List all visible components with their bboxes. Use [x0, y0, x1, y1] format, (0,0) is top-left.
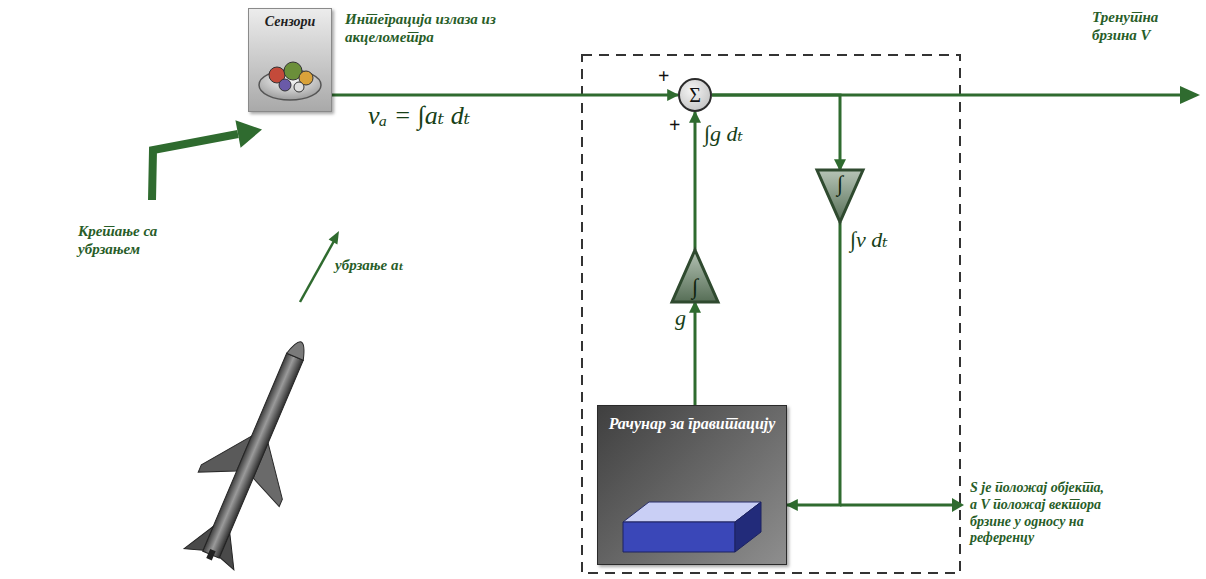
node-text: ∫	[837, 172, 843, 196]
signal-name: ∫v dₜ	[850, 228, 888, 252]
edge-label-slot: ∫g dₜ	[704, 122, 743, 146]
node-text: Сензори	[254, 14, 326, 31]
label-slot: Тренутна брзина V	[1092, 8, 1200, 44]
integrator-outline	[672, 250, 718, 302]
integrator: ∫	[672, 250, 718, 302]
sensor-icon	[255, 47, 325, 105]
node-text: ∫	[692, 275, 698, 299]
label-slot: Интеграција излаза из акцелометра	[345, 10, 550, 46]
sign: +	[669, 113, 685, 137]
position-output-head	[952, 498, 964, 512]
integrator: ∫	[817, 170, 863, 222]
acceleration-caption: убрзање aₜ	[335, 256, 485, 274]
signal-name: ∫g dₜ	[704, 122, 743, 146]
gravity-computer: Рачунар за гравитацију	[597, 405, 787, 565]
output-caption: Тренутна брзина V	[1092, 8, 1200, 44]
position-output-line	[840, 504, 954, 507]
missile-nozzle	[206, 549, 215, 561]
signal-connector	[787, 222, 840, 505]
formula: vₐ = ∫aₜ dₜ	[368, 100, 588, 131]
signal-connector	[332, 94, 678, 97]
integrator-outline	[817, 170, 863, 222]
sensor-part	[294, 82, 304, 92]
sensor-part	[279, 79, 291, 91]
dashed-boundary	[582, 55, 960, 573]
motion-arrow	[152, 134, 238, 200]
label-slot: +	[669, 113, 685, 137]
label-slot: убрзање aₜ	[335, 256, 485, 274]
label-slot: Кретање са убрзањем	[78, 222, 196, 258]
missile-fin	[184, 519, 213, 555]
note: S је положај објекта, а V положај вектор…	[970, 480, 1112, 547]
sign: +	[658, 64, 674, 88]
signal-name: g	[675, 306, 686, 330]
label-slot: S је положај објекта, а V положај вектор…	[970, 480, 1112, 547]
edge-label-slot: ∫v dₜ	[850, 228, 888, 252]
bar-front	[623, 522, 735, 552]
motion-caption: Кретање са убрзањем	[78, 222, 196, 258]
motion-arrow-head	[235, 120, 262, 148]
label-slot: vₐ = ∫aₜ dₜ	[368, 100, 588, 131]
node-text: Σ	[689, 85, 701, 105]
missile	[169, 325, 342, 577]
signal-connector	[694, 302, 697, 405]
signal-connector	[694, 112, 697, 250]
summing-junction: Σ	[678, 78, 712, 112]
missile-fin	[217, 533, 246, 569]
bar-side	[735, 502, 761, 552]
missile-nose	[287, 338, 310, 360]
acceleration-arrow	[300, 241, 334, 302]
sensor-box: Сензори	[248, 8, 332, 112]
label-slot: +	[658, 64, 674, 88]
node-text: Рачунар за гравитацију	[606, 414, 778, 433]
velocity-output-head	[1180, 86, 1200, 104]
missile-body	[203, 353, 304, 558]
acceleration-arrow-head	[329, 231, 339, 244]
edge-label-slot: g	[675, 306, 686, 330]
gravity-computer-icon	[617, 492, 767, 558]
signal-caption: Интеграција излаза из акцелометра	[345, 10, 550, 46]
